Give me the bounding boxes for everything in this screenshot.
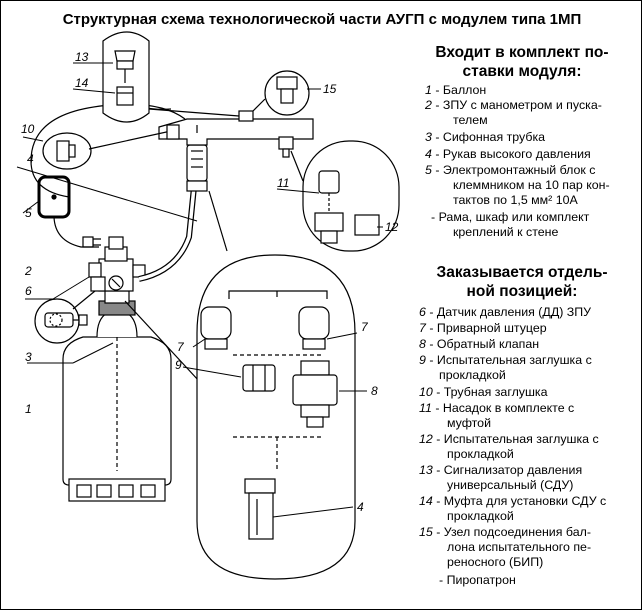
legend-item-13-cont: универсальный (СДУ) — [447, 478, 574, 492]
legend-item-1: 1 - Баллон — [425, 83, 487, 97]
callout-7-left: 7 — [177, 340, 185, 354]
section2-heading: Заказывается отдель- ной позицией: — [411, 263, 633, 301]
legend-item-10: 10 - Трубная заглушка — [419, 385, 548, 399]
callout-7-right: 7 — [361, 320, 369, 334]
legend-item-15-cont2: реносного (БИП) — [447, 555, 544, 569]
callout-8: 8 — [371, 384, 378, 398]
legend-item-9: 9 - Испытательная заглушка с — [419, 353, 592, 367]
section1-heading: Входит в комплект по- ставки модуля: — [411, 43, 633, 81]
legend-item-12: 12 - Испытательная заглушка с — [419, 432, 599, 446]
callout-15: 15 — [323, 82, 337, 96]
callout-10: 10 — [21, 122, 35, 136]
callout-2: 2 — [24, 264, 32, 278]
legend-item-3: 3 - Сифонная трубка — [425, 130, 546, 144]
legend-item-12-cont: прокладкой — [447, 447, 514, 461]
legend-item-5-cont: клеммником на 10 пар кон- — [453, 178, 610, 192]
detail-callout — [124, 190, 356, 580]
legend-item-14: 14 - Муфта для установки СДУ с — [419, 494, 607, 508]
top-pipe — [158, 110, 314, 158]
callout-4-top: 4 — [27, 152, 34, 166]
pressure-sensor — [34, 276, 106, 344]
callout-3: 3 — [25, 350, 32, 364]
callout-6: 6 — [25, 284, 32, 298]
callout-1: 1 — [25, 402, 32, 416]
pipe-plug-callout — [42, 124, 180, 170]
bip-callout — [252, 70, 310, 116]
cable — [30, 103, 186, 198]
section1-heading-line1: Входит в комплект по- — [435, 44, 609, 61]
leader-lines — [16, 62, 383, 518]
legend-item-15: 15 - Узел подсоединения бал- — [419, 525, 591, 539]
legend-item-13: 13 - Сигнализатор давления — [419, 463, 583, 477]
callout-11: 11 — [277, 176, 289, 190]
legend-item-frame: - Рама, шкаф или комплект — [431, 210, 590, 224]
legend-item-2: 2 - ЗПУ с манометром и пуска- — [425, 98, 602, 112]
callout-9: 9 — [175, 358, 182, 372]
page-title: Структурная схема технологической части … — [62, 11, 582, 28]
cylinder — [62, 290, 172, 502]
legend-item-7: 7 - Приварной штуцер — [419, 321, 547, 335]
legend-item-11: 11 - Насадок в комплекте с — [419, 401, 575, 415]
legend-item-4: 4 - Рукав высокого давления — [425, 147, 591, 161]
callout-13: 13 — [75, 50, 89, 64]
section2-heading-line1: Заказывается отдель- — [436, 264, 608, 281]
legend-item-14-cont: прокладкой — [447, 509, 514, 523]
legend-item-5: 5 - Электромонтажный блок с — [425, 163, 596, 177]
section2-heading-line2: ной позицией: — [466, 283, 578, 300]
high-pressure-hose — [138, 144, 208, 282]
callout-12: 12 — [385, 220, 399, 234]
callout-5: 5 — [25, 206, 32, 220]
legend-item-9-cont: прокладкой — [439, 368, 506, 382]
legend-item-frame-cont: креплений к стене — [453, 225, 559, 239]
sdu-callout — [102, 31, 240, 123]
callout-14: 14 — [75, 76, 89, 90]
legend-item-5-cont2: тактов по 1,5 мм² 10А — [453, 193, 578, 207]
legend-item-15-cont: лона испытательного пе- — [447, 540, 592, 554]
callout-4-bottom: 4 — [357, 500, 364, 514]
legend-item-11-cont: муфтой — [447, 416, 491, 430]
legend-item-2-cont: телем — [453, 113, 488, 127]
section1-heading-line2: ставки модуля: — [462, 63, 582, 80]
legend-item-8: 8 - Обратный клапан — [419, 337, 540, 351]
legend-item-pyro: - Пиропатрон — [439, 573, 516, 587]
nozzle-callout — [290, 140, 400, 252]
legend-item-6: 6 - Датчик давления (ДД) ЗПУ — [419, 305, 592, 319]
